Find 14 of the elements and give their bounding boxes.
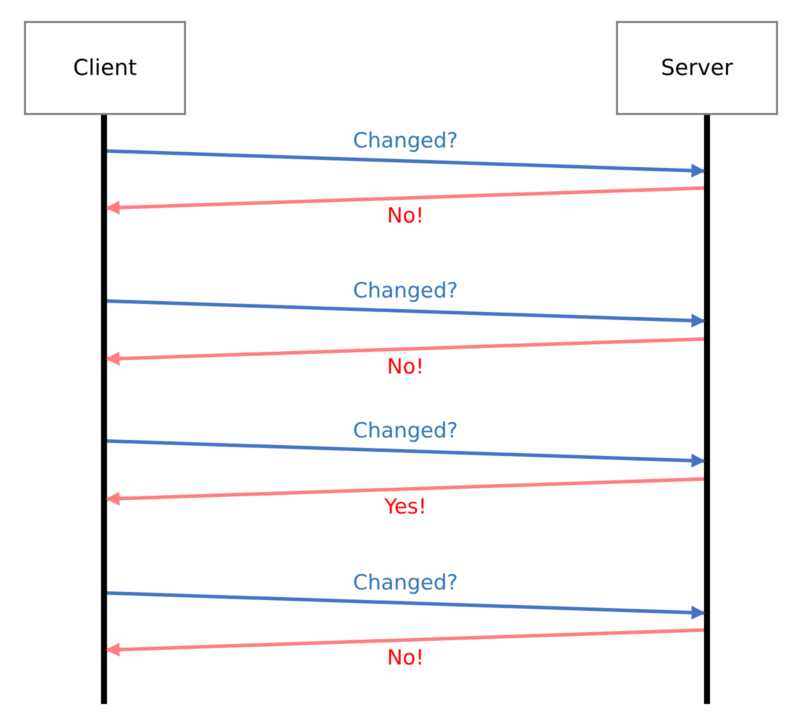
message-arrow <box>106 186 704 215</box>
message-arrow <box>106 337 704 366</box>
lifeline-bar <box>704 115 710 704</box>
participant-name: Client <box>73 56 137 80</box>
message-arrow <box>106 628 704 657</box>
message-arrow <box>106 591 706 620</box>
message-arrow <box>106 149 706 178</box>
participant-name: Server <box>660 56 734 80</box>
message-arrow <box>106 439 706 468</box>
message-arrow <box>106 299 706 328</box>
participant-box <box>24 21 186 115</box>
message-arrow <box>106 477 704 506</box>
lifeline-bar <box>101 115 107 704</box>
participant-box <box>616 21 778 115</box>
